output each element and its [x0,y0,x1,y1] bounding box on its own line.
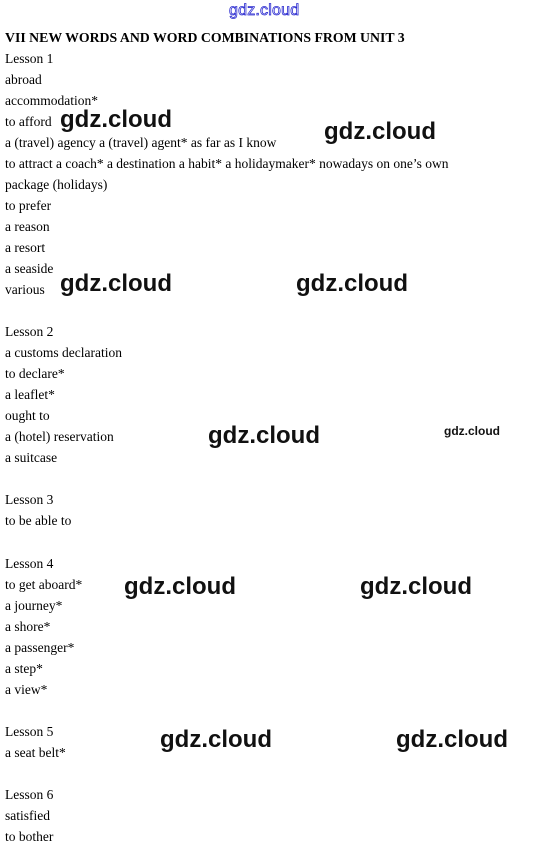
word-entry: package (holidays) [5,177,108,192]
word-entry: to bother [5,829,54,844]
watermark: gdz.cloud [360,573,472,600]
word-entry: a seat belt* [5,745,66,760]
watermark: gdz.cloud [60,270,172,297]
watermark: gdz.cloud [60,106,172,133]
word-entry: a shore* [5,619,51,634]
word-entry: a reason [5,219,50,234]
lesson-6-heading: Lesson 6 [5,787,54,802]
word-entry: a journey* [5,598,63,613]
header-watermark: gdz.cloud [229,2,300,20]
watermark: gdz.cloud [208,422,320,449]
watermark: gdz.cloud [124,573,236,600]
word-entry: a resort [5,240,46,255]
word-entry: a step* [5,661,43,676]
watermark: gdz.cloud [324,118,436,145]
word-entry: satisfied [5,808,50,823]
word-entry: a customs declaration [5,345,122,360]
word-entry: a seaside [5,261,54,276]
lesson-1-heading: Lesson 1 [5,51,54,66]
word-entry: various [5,282,45,297]
lesson-3-heading: Lesson 3 [5,492,54,507]
lesson-4-heading: Lesson 4 [5,556,54,571]
word-entry: to declare* [5,366,65,381]
word-entry: a leaflet* [5,387,55,402]
word-entry: ought to [5,408,50,423]
watermark: gdz.cloud [396,726,508,753]
word-entry: to be able to [5,513,72,528]
word-entry: to get aboard* [5,577,83,592]
watermark: gdz.cloud [444,424,500,438]
lesson-2-heading: Lesson 2 [5,324,54,339]
word-entry: to prefer [5,198,52,213]
word-entry: a passenger* [5,640,75,655]
section-heading: VII NEW WORDS AND WORD COMBINATIONS FROM… [5,30,405,45]
word-entry: to attract a coach* a destination a habi… [5,156,449,171]
word-entry: a suitcase [5,450,58,465]
watermark: gdz.cloud [160,726,272,753]
word-entry: abroad [5,72,42,87]
word-entry: a (hotel) reservation [5,429,114,444]
word-entry: accommodation* [5,93,98,108]
lesson-5-heading: Lesson 5 [5,724,54,739]
word-entry: a view* [5,682,48,697]
watermark: gdz.cloud [296,270,408,297]
word-entry: to afford [5,114,52,129]
word-entry: a (travel) agency a (travel) agent* as f… [5,135,277,150]
